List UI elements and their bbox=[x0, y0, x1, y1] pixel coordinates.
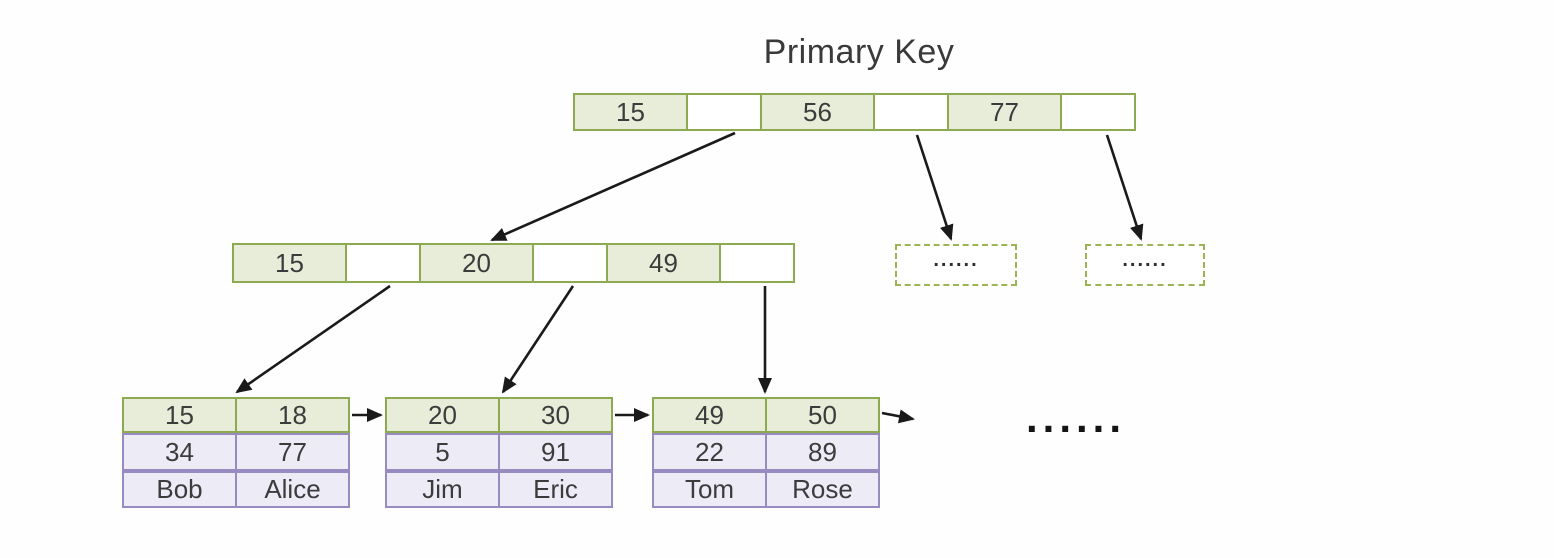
leaf-data-cell: 89 bbox=[765, 433, 880, 471]
leaf-data-cell: Jim bbox=[385, 471, 500, 508]
internal-pointer-cell bbox=[345, 243, 421, 283]
leaf-data-cell: Tom bbox=[652, 471, 767, 508]
leaf-data-row: 5 91 bbox=[385, 433, 613, 471]
leaf-data-cell: 5 bbox=[385, 433, 500, 471]
leaf-chain-ellipsis: ...... bbox=[1026, 394, 1127, 441]
leaf-data-cell: 77 bbox=[235, 433, 350, 471]
leaf-key-cell: 49 bbox=[652, 397, 767, 433]
leaf-data-cell: 91 bbox=[498, 433, 613, 471]
leaf-node-1: 15 18 34 77 Bob Alice bbox=[122, 397, 350, 508]
leaf-data-cell: Bob bbox=[122, 471, 237, 508]
leaf-data-row: 22 89 bbox=[652, 433, 880, 471]
leaf-data-row: Bob Alice bbox=[122, 471, 350, 508]
leaf-key-cell: 15 bbox=[122, 397, 237, 433]
leaf-data-cell: 34 bbox=[122, 433, 237, 471]
leaf-key-cell: 50 bbox=[765, 397, 880, 433]
leaf-key-row: 20 30 bbox=[385, 397, 613, 433]
leaf-key-cell: 20 bbox=[385, 397, 500, 433]
internal-key-cell: 49 bbox=[606, 243, 721, 283]
leaf-data-cell: 22 bbox=[652, 433, 767, 471]
leaf-key-row: 49 50 bbox=[652, 397, 880, 433]
diagram-title: Primary Key bbox=[763, 33, 955, 71]
internal-key-cell: 20 bbox=[419, 243, 534, 283]
placeholder-node-1: ...... bbox=[895, 244, 1017, 286]
root-key-cell: 77 bbox=[947, 93, 1062, 131]
placeholder-ellipsis: ...... bbox=[933, 249, 979, 271]
placeholder-node-2: ...... bbox=[1085, 244, 1205, 286]
edge-root-to-placeholder-2 bbox=[1105, 134, 1144, 241]
leaf-data-row: 34 77 bbox=[122, 433, 350, 471]
leaf-data-cell: Eric bbox=[498, 471, 613, 508]
root-key-cell: 15 bbox=[573, 93, 688, 131]
root-node: 15 56 77 bbox=[573, 93, 1136, 131]
root-pointer-cell bbox=[873, 93, 949, 131]
leaf-key-row: 15 18 bbox=[122, 397, 350, 433]
leaf-node-2: 20 30 5 91 Jim Eric bbox=[385, 397, 613, 508]
internal-pointer-cell bbox=[719, 243, 795, 283]
leaf-data-cell: Rose bbox=[765, 471, 880, 508]
internal-key-cell: 15 bbox=[232, 243, 347, 283]
root-pointer-cell bbox=[686, 93, 762, 131]
root-pointer-cell bbox=[1060, 93, 1136, 131]
edge-leaf-3-to-next bbox=[881, 409, 915, 424]
leaf-key-cell: 30 bbox=[498, 397, 613, 433]
internal-pointer-cell bbox=[532, 243, 608, 283]
root-key-cell: 56 bbox=[760, 93, 875, 131]
internal-node: 15 20 49 bbox=[232, 243, 795, 283]
leaf-key-cell: 18 bbox=[235, 397, 350, 433]
leaf-data-row: Jim Eric bbox=[385, 471, 613, 508]
edge-internal-to-leaf-2 bbox=[501, 285, 575, 394]
edge-internal-to-leaf-1 bbox=[235, 284, 391, 394]
leaf-node-3: 49 50 22 89 Tom Rose bbox=[652, 397, 880, 508]
placeholder-ellipsis: ...... bbox=[1122, 249, 1168, 271]
leaf-data-row: Tom Rose bbox=[652, 471, 880, 508]
edge-root-to-placeholder-1 bbox=[915, 134, 954, 241]
leaf-data-cell: Alice bbox=[235, 471, 350, 508]
edge-root-to-internal bbox=[490, 131, 736, 242]
